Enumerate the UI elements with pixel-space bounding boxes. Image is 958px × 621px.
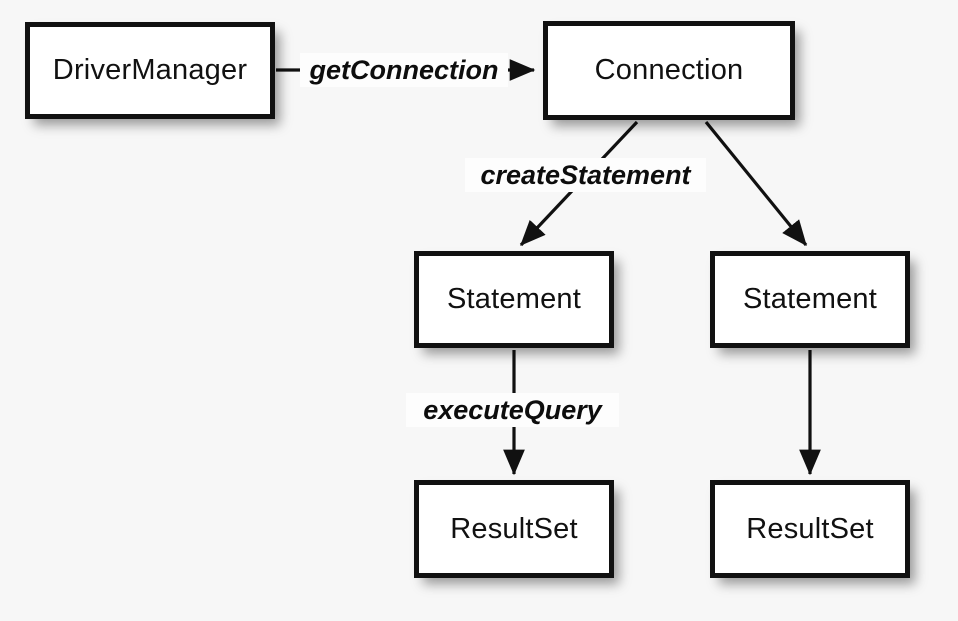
node-resultset-left[interactable]: ResultSet	[414, 480, 614, 578]
edge-label-create-statement: createStatement	[465, 158, 706, 192]
node-resultset-right-label: ResultSet	[746, 512, 874, 545]
node-statement-left[interactable]: Statement	[414, 251, 614, 348]
node-connection-label: Connection	[594, 54, 744, 86]
node-driver-manager[interactable]: DriverManager	[25, 22, 275, 119]
node-driver-manager-label: DriverManager	[52, 54, 248, 86]
node-statement-left-label: Statement	[447, 283, 581, 315]
node-connection[interactable]: Connection	[543, 21, 795, 120]
edge-label-execute-query: executeQuery	[406, 393, 619, 427]
edge-createstatement-2-line	[704, 120, 808, 247]
node-resultset-right[interactable]: ResultSet	[710, 480, 910, 578]
node-resultset-left-label: ResultSet	[450, 512, 578, 545]
node-statement-right[interactable]: Statement	[710, 251, 910, 348]
edge-label-get-connection: getConnection	[300, 53, 508, 87]
node-statement-right-label: Statement	[743, 283, 877, 315]
